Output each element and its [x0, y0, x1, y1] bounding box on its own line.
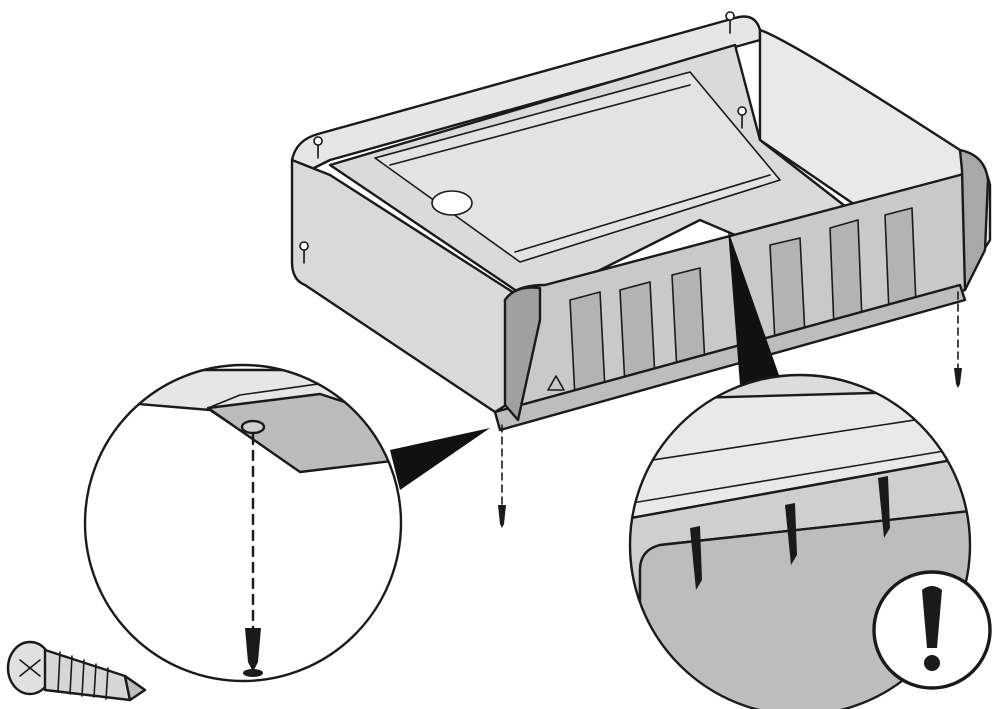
callout-pointer-left [390, 428, 490, 490]
bottom-flange [493, 283, 967, 432]
right-end-cap [958, 148, 990, 292]
screw-detail-callout [83, 363, 403, 683]
screw-icon [6, 640, 147, 702]
keyhole-slot-icon [313, 136, 323, 159]
keyhole-slot-icon [737, 106, 747, 129]
callout-pointer-right [728, 230, 780, 385]
mounting-plate [374, 71, 781, 263]
screw-left-placement [498, 424, 506, 528]
base-assembly [290, 11, 992, 432]
left-end-cap [503, 286, 542, 422]
keyhole-slot-icon [299, 241, 309, 264]
support-ribs [569, 207, 917, 399]
clip-tabs [690, 476, 890, 590]
recycle-symbol-icon [547, 375, 565, 391]
cable-hole [431, 190, 473, 216]
warning-exclamation-icon [872, 570, 992, 690]
keyhole-slot-icon [725, 11, 735, 34]
screw-right-placement [954, 291, 962, 388]
